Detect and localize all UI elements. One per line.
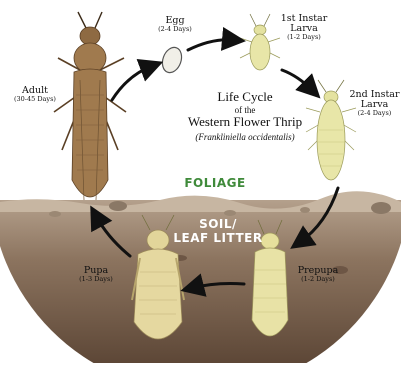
stage-label-pupa: Pupa (1-3 Days)	[72, 266, 120, 283]
stage-label-first-instar: 1st Instar Larva (1-2 Days)	[276, 14, 332, 41]
stage-label-prepupa: Prepupa (1-2 Days)	[290, 266, 346, 283]
stage-label-egg: Egg (2-4 Days)	[150, 16, 200, 33]
arrow-egg-to-first-instar	[188, 40, 234, 50]
title-line-1: Life Cycle	[160, 90, 330, 105]
arrow-adult-to-egg	[112, 66, 152, 100]
soil-label: SOIL/ LEAF LITTER	[172, 218, 264, 246]
adult-thrip-illustration	[54, 12, 126, 200]
title-line-3: Western Flower Thrip	[160, 115, 330, 130]
egg-illustration	[159, 45, 185, 76]
prepupa-days: (1-2 Days)	[290, 276, 346, 283]
diagram-title: Life Cycle of the Western Flower Thrip (…	[160, 90, 330, 143]
pupa-days: (1-3 Days)	[72, 276, 120, 283]
arrow-first-to-second-instar	[282, 70, 312, 90]
foliage-label: FOLIAGE	[180, 176, 250, 190]
first-instar-illustration	[240, 14, 280, 70]
soil-label-line-2: LEAF LITTER	[172, 232, 264, 246]
stage-label-adult: Adult (30-45 Days)	[6, 86, 64, 103]
scientific-name: (Frankliniella occidentalis)	[160, 132, 330, 142]
adult-days: (30-45 Days)	[6, 96, 64, 103]
second-instar-days: (2-4 Days)	[348, 110, 401, 117]
stage-label-second-instar: 2nd Instar Larva (2-4 Days)	[348, 90, 401, 117]
soil-label-line-1: SOIL/	[172, 218, 264, 232]
egg-days: (2-4 Days)	[150, 26, 200, 33]
first-instar-days: (1-2 Days)	[276, 34, 332, 41]
